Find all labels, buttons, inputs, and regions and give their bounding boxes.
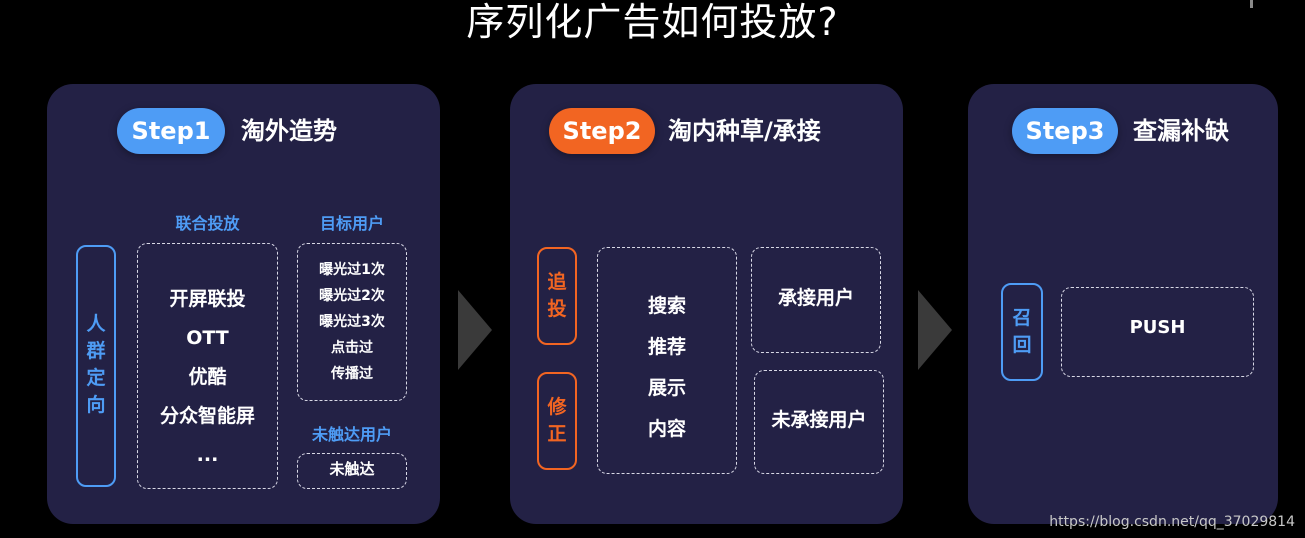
correction-char: 修 bbox=[547, 396, 567, 418]
joint-placement-item: 开屏联投 bbox=[169, 288, 246, 310]
joint-placement-box: 开屏联投 OTT 优酷 分众智能屏 ... bbox=[137, 243, 278, 489]
channel-item: 内容 bbox=[647, 418, 686, 440]
target-users-item: 点击过 bbox=[331, 340, 373, 356]
arrow-right-icon bbox=[918, 290, 952, 370]
channel-item: 搜索 bbox=[647, 295, 686, 317]
page-title: 序列化广告如何投放? bbox=[466, 0, 839, 44]
recall-box: 召 回 bbox=[1001, 283, 1043, 381]
step2-pill: Step2 bbox=[549, 108, 655, 154]
step1-title: 淘外造势 bbox=[241, 117, 337, 145]
step3-panel bbox=[968, 84, 1278, 524]
step3-title: 查漏补缺 bbox=[1133, 117, 1229, 145]
crowd-targeting-char: 定 bbox=[86, 367, 106, 389]
unaccepted-users-box: 未承接用户 bbox=[754, 370, 884, 474]
joint-placement-item: ... bbox=[196, 444, 219, 466]
step2-title: 淘内种草/承接 bbox=[668, 117, 821, 145]
retarget-char: 追 bbox=[547, 271, 567, 293]
recall-char: 回 bbox=[1012, 334, 1032, 356]
unreached-box: 未触达 bbox=[297, 453, 407, 489]
step3-pill: Step3 bbox=[1012, 108, 1118, 154]
target-users-item: 曝光过1次 bbox=[319, 262, 385, 278]
push-box: PUSH bbox=[1061, 287, 1254, 377]
retarget-char: 投 bbox=[547, 298, 567, 320]
retarget-box: 追 投 bbox=[537, 247, 577, 345]
correction-char: 正 bbox=[547, 423, 567, 445]
crowd-targeting-box: 人 群 定 向 bbox=[76, 245, 116, 487]
step1-pill: Step1 bbox=[117, 108, 225, 154]
corner-decoration bbox=[1250, 0, 1253, 8]
crowd-targeting-char: 人 bbox=[86, 313, 106, 335]
target-users-item: 曝光过3次 bbox=[319, 314, 385, 330]
joint-placement-item: 优酷 bbox=[188, 366, 227, 388]
correction-box: 修 正 bbox=[537, 372, 577, 470]
target-users-item: 传播过 bbox=[331, 366, 373, 382]
crowd-targeting-char: 群 bbox=[86, 340, 106, 362]
channels-box: 搜索 推荐 展示 内容 bbox=[597, 247, 737, 474]
unreached-users-label: 未触达用户 bbox=[311, 425, 392, 444]
accepted-users-box: 承接用户 bbox=[751, 247, 881, 353]
target-users-box: 曝光过1次 曝光过2次 曝光过3次 点击过 传播过 bbox=[297, 243, 407, 401]
joint-placement-item: OTT bbox=[186, 327, 229, 349]
joint-placement-item: 分众智能屏 bbox=[159, 405, 255, 427]
joint-placement-label: 联合投放 bbox=[175, 214, 240, 233]
crowd-targeting-char: 向 bbox=[86, 394, 106, 416]
arrow-right-icon bbox=[458, 290, 492, 370]
target-users-item: 曝光过2次 bbox=[319, 288, 385, 304]
target-users-label: 目标用户 bbox=[319, 214, 384, 233]
channel-item: 推荐 bbox=[647, 336, 686, 358]
step1-panel bbox=[47, 84, 440, 524]
recall-char: 召 bbox=[1012, 307, 1032, 329]
channel-item: 展示 bbox=[647, 377, 686, 399]
watermark: https://blog.csdn.net/qq_37029814 bbox=[1049, 514, 1295, 530]
